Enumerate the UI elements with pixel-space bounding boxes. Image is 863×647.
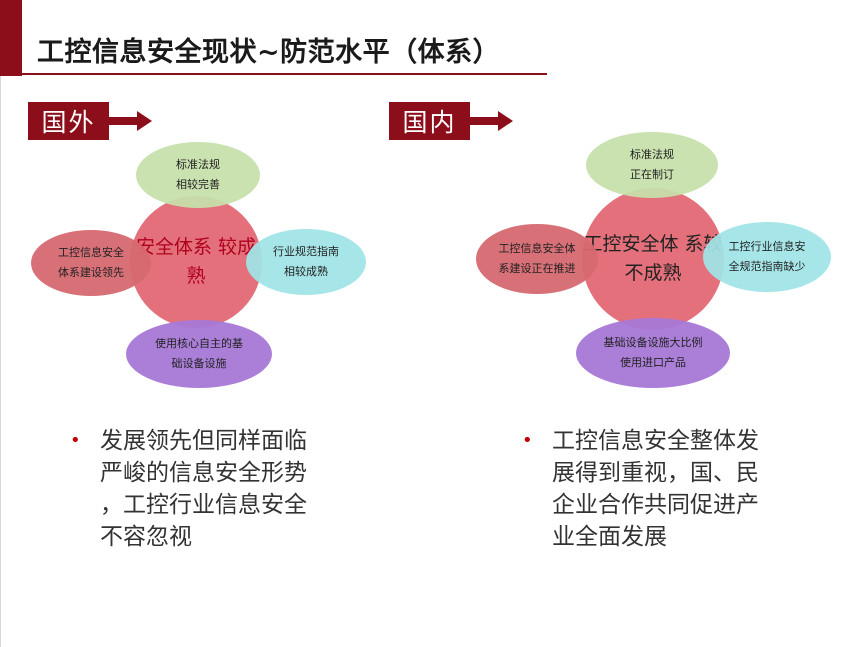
foreign-bottom-line-1: 使用核心自主的基 (155, 337, 243, 350)
domestic-bottom-line-2: 使用进口产品 (620, 356, 686, 369)
foreign-top-bubble: 标准法规 相较完善 (136, 142, 260, 208)
foreign-top-line-2: 相较完善 (176, 178, 220, 191)
domestic-tag: 国内 (389, 102, 470, 140)
foreign-center-circle: 安全体系 较成熟 (130, 196, 262, 328)
title-accent-bar (0, 0, 22, 76)
foreign-right-line-1: 行业规范指南 (273, 245, 339, 258)
domestic-bottom-bubble: 基础设备设施大比例 使用进口产品 (576, 318, 730, 388)
foreign-bottom-line-2: 础设备设施 (171, 357, 227, 370)
foreign-bullet-line-3: ，工控行业信息安全 (100, 492, 307, 518)
domestic-bullet-line-4: 业全面发展 (552, 524, 667, 550)
domestic-right-bubble: 工控行业信息安 全规范指南缺少 (703, 222, 831, 292)
foreign-bottom-bubble: 使用核心自主的基 础设备设施 (126, 320, 272, 388)
domestic-top-line-2: 正在制订 (630, 168, 674, 181)
domestic-top-bubble: 标准法规 正在制订 (586, 132, 718, 198)
domestic-right-line-2: 全规范指南缺少 (728, 260, 806, 273)
foreign-left-line-1: 工控信息安全 (58, 246, 124, 259)
domestic-left-bubble: 工控信息安全体 系建设正在推进 (476, 224, 598, 294)
domestic-bullet-line-3: 企业合作共同促进产 (552, 492, 759, 518)
foreign-bullet-line-4: 不容忽视 (100, 524, 192, 550)
foreign-bullet-line-2: 严峻的信息安全形势 (100, 460, 307, 486)
domestic-top-line-1: 标准法规 (630, 148, 674, 161)
foreign-arrow-icon (109, 111, 152, 131)
domestic-bullet-line-2: 展得到重视，国、民 (552, 460, 759, 486)
bullet-dot-icon: • (522, 430, 533, 451)
domestic-right-line-1: 工控行业信息安 (728, 240, 806, 253)
domestic-arrow-icon (470, 111, 513, 131)
foreign-right-line-2: 相较成熟 (284, 265, 328, 278)
domestic-bullet-line-1: 工控信息安全整体发 (552, 428, 759, 454)
domestic-left-line-1: 工控信息安全体 (498, 242, 576, 255)
foreign-right-bubble: 行业规范指南 相较成熟 (246, 229, 366, 295)
bullet-dot-icon: • (70, 430, 81, 451)
domestic-center-line-1: 工控安全体 (583, 233, 679, 255)
foreign-bullet: • 发展领先但同样面临 严峻的信息安全形势 ，工控行业信息安全 不容忽视 (70, 425, 350, 553)
domestic-left-line-2: 系建设正在推进 (498, 262, 576, 275)
left-margin-line (0, 76, 1, 647)
slide-title: 工控信息安全现状~防范水平（体系） (37, 37, 501, 68)
foreign-center-line-1: 安全体系 (135, 236, 212, 258)
foreign-left-bubble: 工控信息安全 体系建设领先 (31, 230, 151, 296)
foreign-bullet-line-1: 发展领先但同样面临 (100, 428, 307, 454)
foreign-left-line-2: 体系建设领先 (58, 266, 124, 279)
foreign-tag: 国外 (28, 102, 109, 140)
domestic-bottom-line-1: 基础设备设施大比例 (603, 336, 703, 349)
title-underline (22, 73, 547, 75)
foreign-top-line-1: 标准法规 (176, 158, 220, 171)
domestic-bullet: • 工控信息安全整体发 展得到重视，国、民 企业合作共同促进产 业全面发展 (522, 425, 802, 553)
foreign-center-line-2: 较成熟 (186, 236, 257, 287)
